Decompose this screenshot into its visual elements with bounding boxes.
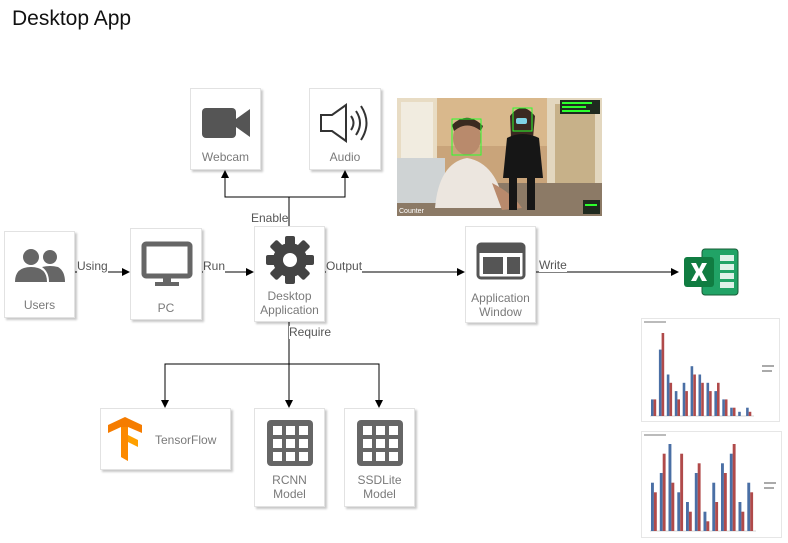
chart-bar xyxy=(732,444,736,531)
ssdlite-node[interactable]: SSDLite Model xyxy=(344,408,415,507)
gear-icon xyxy=(266,236,314,284)
pc-label: PC xyxy=(157,301,175,315)
webcam-label: Webcam xyxy=(201,150,250,164)
audio-node[interactable]: Audio xyxy=(309,88,381,170)
detection-photo xyxy=(397,98,602,216)
chart-bar xyxy=(677,399,680,416)
chart-bar xyxy=(685,391,688,416)
users-icon xyxy=(15,249,65,282)
chart-bar xyxy=(658,349,662,416)
webcam-node[interactable]: Webcam xyxy=(190,88,261,170)
chart-bar xyxy=(662,453,666,531)
chart-bar xyxy=(717,382,720,416)
chart-bar xyxy=(729,453,733,531)
tensorflow-label: TensorFlow xyxy=(155,433,217,447)
pc-node[interactable]: PC xyxy=(130,228,202,320)
chart-bar xyxy=(666,374,670,416)
chart-bar xyxy=(680,453,684,531)
chart-bar xyxy=(694,473,698,531)
tensorflow-icon xyxy=(108,417,142,461)
chart-bar xyxy=(690,366,694,416)
chart-bar xyxy=(671,482,675,531)
grid-icon xyxy=(267,420,313,466)
window-icon xyxy=(476,242,526,280)
report-chart-1-plot xyxy=(644,321,774,417)
speaker-icon xyxy=(320,103,368,143)
report-chart-1 xyxy=(641,318,780,422)
chart-bar xyxy=(724,399,728,416)
tensorflow-node[interactable]: TensorFlow xyxy=(100,408,231,470)
excel-icon xyxy=(684,248,739,296)
page-title: Desktop App xyxy=(12,7,132,30)
grid-icon xyxy=(357,420,403,466)
chart-bar xyxy=(715,502,719,531)
chart-bar xyxy=(746,407,749,416)
chart-bar xyxy=(714,391,717,416)
chart-bar xyxy=(651,482,654,531)
chart-bar xyxy=(747,482,751,531)
audio-label: Audio xyxy=(329,150,361,164)
users-label: Users xyxy=(23,298,56,312)
chart-bar xyxy=(668,444,672,531)
chart-bar xyxy=(674,391,678,416)
chart-bar xyxy=(677,492,681,531)
chart-bar xyxy=(659,473,663,531)
desktop-app-label: Desktop Application xyxy=(260,289,319,317)
detection-screenshot: Counter xyxy=(397,98,602,216)
chart-bar xyxy=(706,382,710,416)
chart-bar xyxy=(653,492,657,531)
chart-bar xyxy=(721,463,724,531)
edge-label-using: Using xyxy=(77,259,108,273)
rcnn-label: RCNN Model xyxy=(272,473,307,501)
chart-bar xyxy=(732,407,736,416)
chart-bar xyxy=(748,411,752,416)
rcnn-node[interactable]: RCNN Model xyxy=(254,408,325,507)
edge-label-run: Run xyxy=(203,259,226,273)
report-chart-2-plot xyxy=(644,434,776,532)
chart-bar xyxy=(722,399,725,416)
chart-bar xyxy=(730,407,733,416)
chart-bar xyxy=(661,333,665,416)
chart-bar xyxy=(706,521,710,531)
monitor-icon xyxy=(141,241,193,286)
chart-bar xyxy=(723,473,727,531)
edge-label-output: Output xyxy=(326,259,363,273)
chart-bar xyxy=(653,399,657,416)
app-window-label: Application Window xyxy=(471,291,530,319)
chart-bar xyxy=(703,511,707,531)
chart-bar xyxy=(686,502,689,531)
desktop-app-node[interactable]: Desktop Application xyxy=(254,226,325,322)
chart-bar xyxy=(669,382,673,416)
edge-enable-audio xyxy=(289,170,349,198)
chart-bar xyxy=(741,511,745,531)
chart-bar xyxy=(697,463,701,531)
chart-bar xyxy=(738,502,742,531)
chart-bar xyxy=(693,374,696,416)
edge-label-enable: Enable xyxy=(251,211,289,225)
chart-bar xyxy=(701,382,704,416)
chart-bar xyxy=(738,411,741,416)
chart-bar xyxy=(750,492,754,531)
edge-label-write: Write xyxy=(539,258,567,272)
chart-bar xyxy=(712,482,716,531)
users-node[interactable]: Users xyxy=(4,231,75,318)
chart-bar xyxy=(698,374,702,416)
report-chart-2 xyxy=(641,431,782,538)
photo-overlay-text: Counter xyxy=(399,208,424,215)
app-window-node[interactable]: Application Window xyxy=(465,226,536,323)
chart-bar xyxy=(682,382,686,416)
chart-bar xyxy=(688,511,692,531)
edge-enable-webcam xyxy=(221,170,290,226)
edge-label-require: Require xyxy=(289,325,332,339)
edge-require-tensorflow xyxy=(161,363,289,408)
chart-bar xyxy=(709,391,712,416)
chart-bar xyxy=(651,399,654,416)
ssdlite-label: SSDLite Model xyxy=(357,473,402,501)
webcam-icon xyxy=(202,108,250,138)
edge-require-ssdlite xyxy=(289,363,383,408)
